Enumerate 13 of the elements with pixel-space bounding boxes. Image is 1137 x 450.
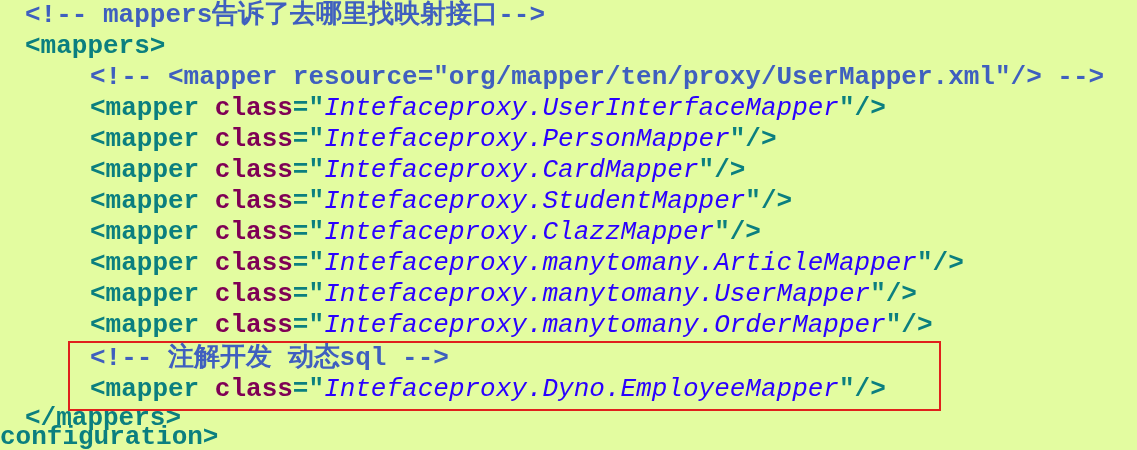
- code-comment: <!-- 注解开发 动态sql -->: [90, 343, 449, 374]
- code-comment: <!-- mappers告诉了去哪里找映射接口-->: [25, 0, 546, 31]
- code-line: <mapper class="Intefaceproxy.ClazzMapper"/>: [90, 217, 761, 248]
- code-line: <mapper class="Intefaceproxy.manytomany.UserMapper"/>: [90, 279, 917, 310]
- code-line: <mappers>: [25, 31, 166, 62]
- code-line: <mapper class="Intefaceproxy.manytomany.OrderMapper"/>: [90, 310, 933, 341]
- code-line: <mapper class="Intefaceproxy.StudentMapper"/>: [90, 186, 793, 217]
- code-line: <mapper class="Intefaceproxy.Dyno.EmployeeMapper"/>: [90, 374, 886, 405]
- code-line: <mapper class="Intefaceproxy.manytomany.ArticleMapper"/>: [90, 248, 964, 279]
- code-line: <mapper class="Intefaceproxy.PersonMapper"/>: [90, 124, 777, 155]
- code-line: <mapper class="Intefaceproxy.CardMapper"/>: [90, 155, 746, 186]
- code-line: <mapper class="Intefaceproxy.UserInterfaceMapper"/>: [90, 93, 886, 124]
- code-comment: <!-- <mapper resource="org/mapper/ten/proxy/UserMapper.xml"/> -->: [90, 62, 1105, 93]
